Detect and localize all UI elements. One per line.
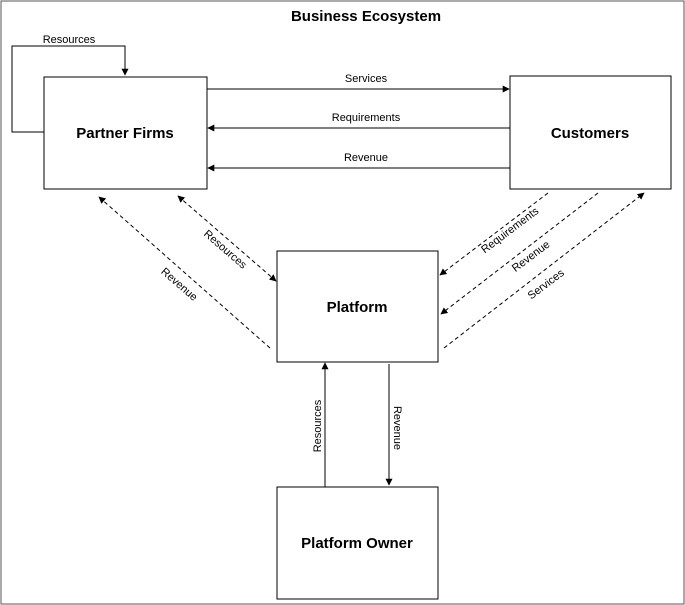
customers-node[interactable]: Customers: [509, 75, 672, 190]
edge-label-services: Services: [345, 73, 388, 85]
edge-partner-self-resources: Resources: [11, 34, 129, 133]
edge-label-platform-customers-services: Services: [526, 267, 567, 302]
edge-customers-to-partner-requirements: Requirements: [207, 112, 510, 132]
edge-platform-to-partner-revenue: Revenue: [98, 196, 271, 349]
platform-owner-label: Platform Owner: [301, 535, 413, 552]
edge-label-partner-self-resources: Resources: [43, 34, 96, 46]
partner-firms-label: Partner Firms: [76, 125, 174, 142]
edge-label-platform-to-partner-revenue: Revenue: [158, 266, 199, 304]
edge-partner-to-customers-services: Services: [207, 73, 510, 93]
edge-label-owner-to-platform-resources: Resources: [312, 399, 324, 452]
edge-platform-to-owner-revenue: Revenue: [385, 364, 403, 486]
edge-customers-to-platform-revenue: Revenue: [440, 192, 599, 315]
edge-label-requirements: Requirements: [332, 112, 401, 124]
edge-label-revenue: Revenue: [344, 152, 388, 164]
edge-partner-platform-resources: Resources: [177, 195, 277, 282]
edge-label-partner-platform-resources: Resources: [201, 228, 249, 272]
edge-label-platform-to-owner-revenue: Revenue: [391, 406, 403, 450]
partner-firms-node[interactable]: Partner Firms: [43, 76, 208, 190]
customers-label: Customers: [551, 125, 629, 142]
edge-customers-to-partner-revenue: Revenue: [207, 152, 510, 172]
platform-node[interactable]: Platform: [276, 250, 439, 363]
platform-owner-node[interactable]: Platform Owner: [276, 486, 439, 600]
edge-owner-to-platform-resources: Resources: [312, 362, 329, 487]
edge-platform-customers-services: Services: [443, 192, 645, 349]
platform-label: Platform: [327, 299, 388, 316]
diagram-title: Business Ecosystem: [291, 8, 441, 25]
